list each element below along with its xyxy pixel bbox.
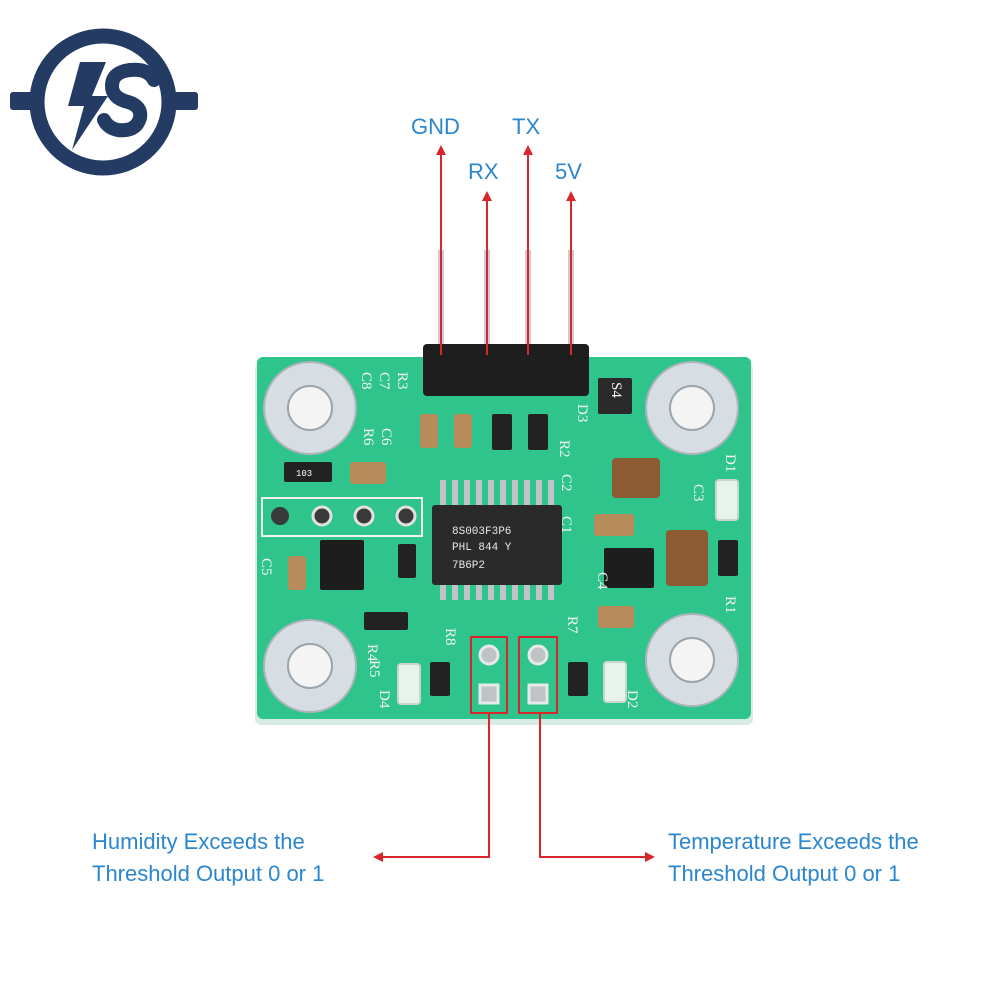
silk-r8: R8 xyxy=(442,628,458,646)
mount-hole-top-right xyxy=(645,361,739,455)
pin-arrows xyxy=(436,145,576,355)
humidity-label-line1: Humidity Exceeds the xyxy=(92,829,305,854)
leds xyxy=(397,479,739,705)
logo-left-bar xyxy=(10,92,36,110)
silk-c4: C4 xyxy=(594,572,610,590)
silk-r5: R5 xyxy=(366,660,382,678)
sot23-ic xyxy=(604,548,654,588)
sensor-footprint xyxy=(261,497,423,537)
silk-c2: C2 xyxy=(558,474,574,492)
chip-marking-3: 7B6P2 xyxy=(452,560,485,572)
silk-d1: D1 xyxy=(722,454,738,472)
silk-s4: S4 xyxy=(608,382,624,398)
arrow-humidity xyxy=(373,713,490,862)
brand-logo xyxy=(10,28,198,176)
pin-header xyxy=(423,344,589,396)
pin-label-gnd: GND xyxy=(411,114,460,139)
silk-c8: C8 xyxy=(358,372,374,390)
silk-c6: C6 xyxy=(378,428,394,446)
logo-right-bar xyxy=(172,92,198,110)
silkscreen-labels: R3 C7 C8 D3 R2 C2 C1 D1 C3 R1 C4 R7 D2 R… xyxy=(258,372,738,709)
temperature-output-label: Temperature Exceeds the Threshold Output… xyxy=(668,826,919,890)
output-pad-temperature xyxy=(518,636,558,714)
silk-d4: D4 xyxy=(376,690,392,709)
silk-r4: R4 xyxy=(364,644,380,662)
mount-hole-bottom-right xyxy=(645,613,739,707)
mcu-chip: 8S003F3P6 PHL 844 Y 7B6P2 xyxy=(432,480,562,600)
header-pins xyxy=(438,250,574,360)
silk-r6: R6 xyxy=(360,428,376,446)
silk-c3: C3 xyxy=(690,484,706,502)
logo-s-letter xyxy=(97,62,161,138)
chip-marking-1: 8S003F3P6 xyxy=(452,526,511,538)
lightning-icon xyxy=(68,62,108,150)
silk-c7: C7 xyxy=(376,372,392,390)
diode-s4 xyxy=(598,378,632,414)
pin-label-tx: TX xyxy=(512,114,541,139)
mount-hole-top-left xyxy=(263,361,357,455)
silk-r7: R7 xyxy=(564,616,580,634)
arrow-temperature xyxy=(539,713,655,862)
capacitors xyxy=(288,414,708,628)
silk-r2: R2 xyxy=(556,440,572,458)
silk-r3: R3 xyxy=(394,372,410,390)
humidity-output-label: Humidity Exceeds the Threshold Output 0 … xyxy=(92,826,324,890)
silk-c1: C1 xyxy=(558,516,574,534)
temperature-label-line1: Temperature Exceeds the xyxy=(668,829,919,854)
resistor-code-1: 103 xyxy=(296,469,312,479)
pin-label-5v: 5V xyxy=(555,159,582,184)
humidity-label-line2: Threshold Output 0 or 1 xyxy=(92,861,325,886)
chip-marking-2: PHL 844 Y xyxy=(452,542,512,554)
temperature-label-line2: Threshold Output 0 or 1 xyxy=(668,861,901,886)
silk-d2: D2 xyxy=(624,690,640,708)
resistors: 103 xyxy=(284,414,738,696)
silk-r1: R1 xyxy=(722,596,738,614)
silk-c5: C5 xyxy=(258,558,274,576)
silk-d3: D3 xyxy=(574,404,590,422)
sot-ic xyxy=(320,540,364,590)
pin-label-rx: RX xyxy=(468,159,499,184)
mount-hole-bottom-left xyxy=(263,619,357,713)
logo-ring xyxy=(29,28,177,176)
